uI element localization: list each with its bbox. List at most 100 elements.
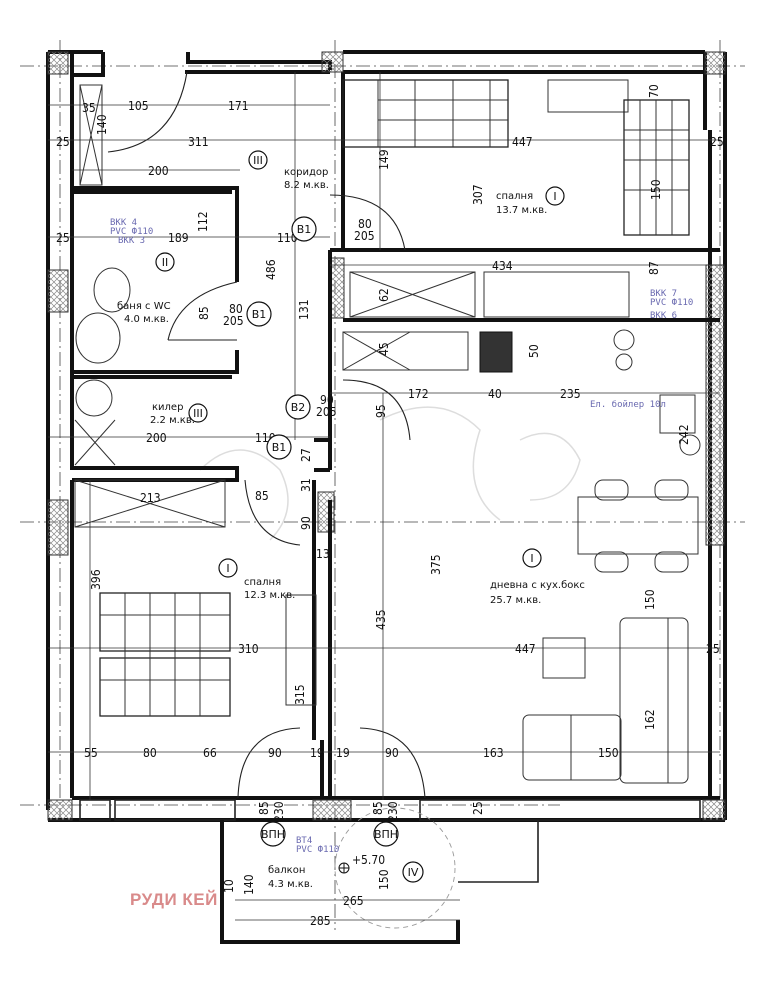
- balcony-door-left: [237, 727, 301, 799]
- zone-marker-bathroom: II: [155, 252, 175, 272]
- dim-375: 375: [429, 554, 443, 575]
- dim-31: 31: [299, 478, 313, 492]
- dim-235: 235: [560, 387, 581, 401]
- interior-walls: [72, 186, 720, 798]
- sofa-armchairs: [522, 714, 622, 781]
- dim-172: 172: [408, 387, 429, 401]
- dim-35: 35: [82, 101, 96, 115]
- room-name-bedroom2: спалня: [244, 577, 281, 588]
- furniture: [74, 79, 701, 784]
- svg-text:I: I: [553, 190, 556, 203]
- svg-text:IV: IV: [408, 866, 419, 879]
- dim-25: 25: [56, 135, 70, 149]
- dim-150-balcony: 150: [377, 869, 391, 890]
- toilet: [93, 267, 131, 313]
- dim-13: 13: [316, 547, 330, 561]
- room-name-bathroom: баня с WC: [117, 301, 171, 312]
- sink-bowl: [613, 329, 635, 351]
- balcony-outline: [220, 820, 539, 944]
- bed-bedroom2-top: [99, 592, 231, 652]
- washbasin: [75, 312, 121, 364]
- dim-205: 205: [354, 229, 375, 243]
- washing-machine: [75, 379, 113, 417]
- dimension-lines: [48, 72, 720, 921]
- dim-150-living: 150: [643, 589, 657, 610]
- room-name-balcony: балкон: [268, 865, 305, 876]
- dim-62: 62: [377, 288, 391, 302]
- dim-310: 310: [238, 642, 259, 656]
- dim-85: 85: [197, 306, 211, 320]
- dim-19-right: 19: [336, 746, 350, 760]
- room-name-bedroom1: спалня: [496, 191, 533, 202]
- dim-25-balcony: 25: [471, 801, 485, 815]
- dim-242: 242: [677, 424, 691, 445]
- pipe-note-bath-3: ВКК 3: [118, 236, 145, 246]
- pipe-note-bath-2: PVC Ф110: [110, 227, 153, 237]
- dim-66: 66: [203, 746, 217, 760]
- dim-149: 149: [377, 149, 391, 170]
- dim-150-sofa: 150: [598, 746, 619, 760]
- watermark-text: РУДИ КЕЙ: [130, 890, 218, 909]
- fridge: [659, 394, 696, 434]
- room-area-bathroom: 4.0 м.кв.: [124, 314, 169, 325]
- dimension-labels: 105 171 311 200 35 140 25 447 149 307 15…: [56, 84, 724, 928]
- tv-unit: [285, 594, 317, 706]
- room-area-bedroom2: 12.3 м.кв.: [244, 590, 295, 601]
- level-mark: +5.70: [338, 853, 385, 874]
- watermark-logo: [199, 406, 581, 541]
- dim-140-balcony: 140: [242, 874, 256, 895]
- dim-205-bath: 205: [223, 314, 244, 328]
- dim-230-right: 230: [386, 801, 400, 822]
- dim-435: 435: [374, 609, 388, 630]
- svg-text:B1: B1: [272, 441, 287, 454]
- dim-285: 285: [310, 914, 331, 928]
- dim-85-bedroom2: 85: [255, 489, 269, 503]
- door-swings: [107, 71, 456, 929]
- svg-text:B2: B2: [291, 401, 306, 414]
- dim-486: 486: [264, 259, 278, 280]
- dim-447-living: 447: [515, 642, 536, 656]
- room-name-storage: килер: [152, 402, 183, 413]
- svg-text:III: III: [193, 407, 203, 420]
- dim-205-b2: 205: [316, 405, 337, 419]
- pipe-note-kitchen-2: PVC Ф110: [650, 298, 693, 308]
- dim-45: 45: [377, 342, 391, 356]
- door-tag-vpn-left: ВПН: [260, 821, 286, 847]
- dim-85-door: 85: [257, 801, 271, 815]
- door-tag-vpn-right: ВПН: [373, 821, 399, 847]
- dim-90: 90: [320, 393, 334, 407]
- closet-corridor: [79, 84, 103, 186]
- bedroom1-door: [329, 194, 406, 251]
- door-tags: B1 B1 B2 B1 ВПН ВПН: [246, 216, 399, 847]
- dim-55: 55: [84, 746, 98, 760]
- desk-unit: [483, 271, 630, 318]
- dim-25-right: 25: [710, 135, 724, 149]
- dim-131: 131: [297, 299, 311, 320]
- hatched-elements: [47, 51, 726, 821]
- dim-87: 87: [647, 261, 661, 275]
- dim-90-door-left: 90: [268, 746, 282, 760]
- living-door: [342, 379, 411, 441]
- pipe-note-kitchen-1: ВКК 7: [650, 289, 677, 299]
- dim-315: 315: [293, 684, 307, 705]
- door-tag-b1-corridor: B1: [291, 216, 317, 242]
- dim-40: 40: [488, 387, 502, 401]
- zone-marker-corridor: III: [248, 150, 268, 170]
- zone-marker-living: I: [522, 548, 542, 568]
- dim-27: 27: [299, 448, 313, 462]
- room-name-living: дневна с кух.бокс: [490, 580, 585, 591]
- room-name-corridor: коридор: [284, 167, 328, 178]
- dim-80-bedroom2: 80: [143, 746, 157, 760]
- balcony-door-right: [359, 727, 426, 799]
- dim-25-bath: 25: [56, 231, 70, 245]
- door-tag-b1-bath: B1: [246, 301, 272, 327]
- dim-85-door-right: 85: [371, 801, 385, 815]
- room-area-corridor: 8.2 м.кв.: [284, 180, 329, 191]
- dim-19-left: 19: [310, 746, 324, 760]
- level-mark-text: +5.70: [352, 853, 385, 867]
- svg-text:I: I: [226, 562, 229, 575]
- room-area-living: 25.7 м.кв.: [490, 595, 541, 606]
- zone-markers: III I II III I I IV: [155, 150, 565, 883]
- dim-230: 230: [272, 801, 286, 822]
